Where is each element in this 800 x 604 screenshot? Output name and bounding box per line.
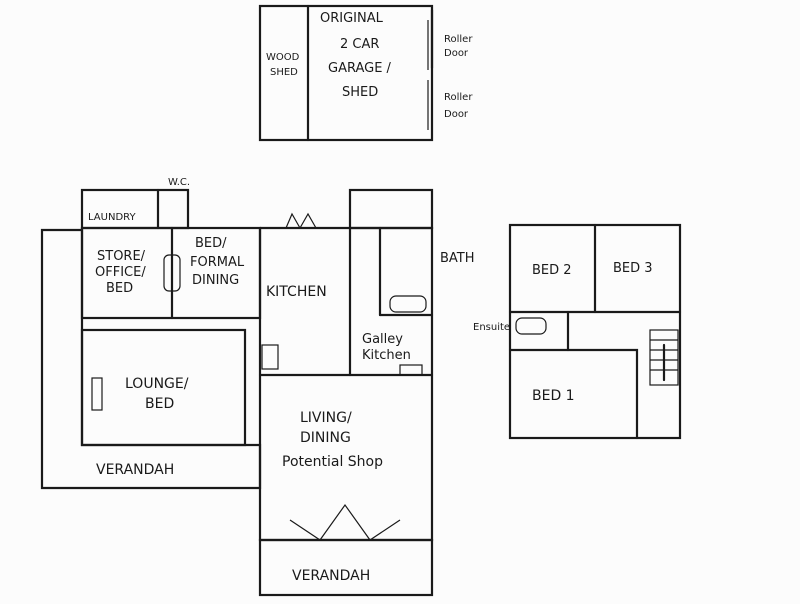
bed2-label: BED 2 <box>532 263 572 278</box>
roller-door-label-2: Roller <box>444 92 473 103</box>
roller-door-label-1b: Door <box>444 48 469 59</box>
wood-shed-label-2: SHED <box>270 67 298 78</box>
living-label-1: LIVING/ <box>300 410 352 426</box>
formal-label-1: BED/ <box>195 236 227 251</box>
wc-label: W.C. <box>168 177 190 188</box>
bath-label: BATH <box>440 251 475 266</box>
garage-label-3: GARAGE / <box>328 61 392 76</box>
bed3-label: BED 3 <box>613 261 653 276</box>
store-label-1: STORE/ <box>97 249 146 264</box>
garage-label-2: 2 CAR <box>340 37 379 52</box>
garage-label-1: ORIGINAL <box>320 11 384 26</box>
laundry-label: LAUNDRY <box>88 212 136 223</box>
verandah-front-label: VERANDAH <box>292 568 370 584</box>
kitchen-label: KITCHEN <box>266 284 327 300</box>
roller-door-label-1: Roller <box>444 34 473 45</box>
ensuite-label: Ensuite <box>473 322 510 333</box>
store-label-3: BED <box>106 281 133 296</box>
living-label-2: DINING <box>300 430 351 446</box>
formal-label-3: DINING <box>192 273 239 288</box>
wood-shed-label: WOOD <box>266 52 300 63</box>
lounge-label-2: BED <box>145 396 174 412</box>
formal-label-2: FORMAL <box>190 255 245 270</box>
ground-floor-walls <box>80 188 434 542</box>
lounge-label-1: LOUNGE/ <box>125 376 189 392</box>
galley-label-2: Kitchen <box>362 348 411 363</box>
living-label-3: Potential Shop <box>282 454 383 470</box>
upper-floor-walls <box>508 223 682 440</box>
store-label-2: OFFICE/ <box>95 265 146 280</box>
garage-outbuilding: WOOD SHED ORIGINAL 2 CAR GARAGE / SHED R… <box>258 4 473 142</box>
verandah-side-label: VERANDAH <box>96 462 174 478</box>
garage-label-4: SHED <box>342 85 378 100</box>
bed1-label: BED 1 <box>532 388 575 404</box>
roller-door-label-2b: Door <box>444 109 469 120</box>
galley-label-1: Galley <box>362 332 403 347</box>
